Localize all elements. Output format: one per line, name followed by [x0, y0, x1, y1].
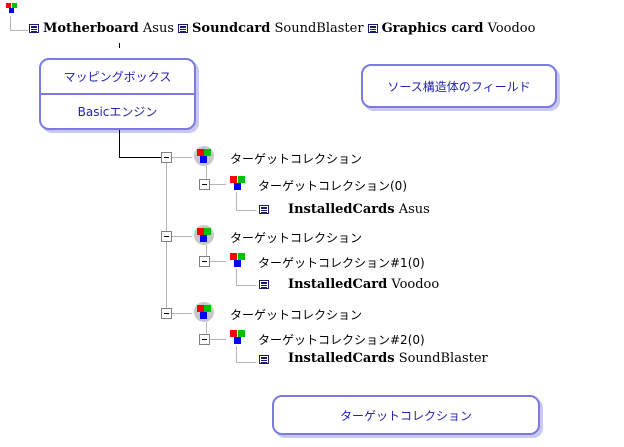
collection-icon: [194, 225, 214, 245]
root-field-graphics-card: Graphics card Voodoo: [381, 21, 536, 36]
target-collection-box[interactable]: ターゲットコレクション: [272, 395, 540, 435]
table-icon: [29, 24, 39, 33]
child-label: ターゲットコレクション#2(0): [258, 333, 425, 347]
collapse-toggle[interactable]: [199, 179, 210, 190]
root-field-motherboard: Motherboard Asus: [43, 21, 175, 36]
source-field-box[interactable]: ソース構造体のフィールド: [361, 64, 557, 108]
leaf-label: InstalledCards SoundBlaster: [288, 351, 488, 366]
collapse-toggle[interactable]: [199, 256, 210, 267]
group-label: ターゲットコレクション: [230, 231, 363, 245]
group-label: ターゲットコレクション: [230, 308, 363, 322]
collapse-toggle[interactable]: [161, 231, 172, 242]
table-icon: [259, 355, 269, 364]
child-label: ターゲットコレクション(0): [258, 179, 407, 193]
table-icon: [259, 205, 269, 214]
child-label: ターゲットコレクション#1(0): [258, 256, 425, 270]
collection-icon: [230, 176, 246, 192]
root-fields-row: Motherboard Asus Soundcard SoundBlaster …: [29, 21, 535, 36]
group-label: ターゲットコレクション: [230, 152, 363, 166]
collection-icon: [230, 253, 246, 269]
leaf-label: InstalledCards Asus: [288, 202, 430, 217]
mapping-box-engine: Basicエンジン: [77, 105, 158, 119]
collapse-toggle[interactable]: [161, 152, 172, 163]
collection-icon: [230, 330, 246, 346]
table-icon: [178, 24, 189, 33]
table-icon: [367, 24, 378, 33]
collapse-toggle[interactable]: [199, 334, 210, 345]
root-field-soundcard: Soundcard SoundBlaster: [192, 21, 364, 36]
mapping-box[interactable]: マッピングボックス Basicエンジン: [39, 58, 196, 130]
collection-icon: [194, 302, 214, 322]
mapping-box-title: マッピングボックス: [63, 70, 172, 84]
table-icon: [259, 280, 269, 289]
collapse-toggle[interactable]: [161, 308, 172, 319]
leaf-label: InstalledCard Voodoo: [288, 277, 440, 292]
collection-icon: [194, 146, 214, 166]
root-collection-icon: [6, 3, 22, 19]
